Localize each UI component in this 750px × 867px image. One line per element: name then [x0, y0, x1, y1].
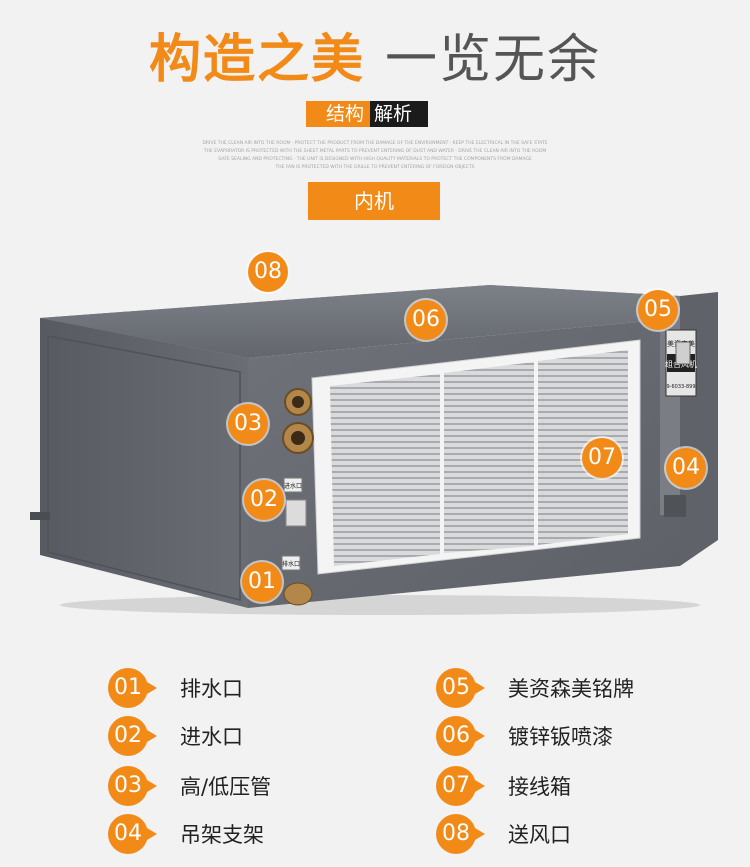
- nameplate-bottom-text: 9-6033-899: [666, 384, 695, 390]
- callout-05: 05: [638, 290, 678, 330]
- legend-label: 吊架支架: [180, 823, 264, 847]
- grille-section-2: [444, 362, 534, 553]
- fine-print-line: DRIVE THE CLEAN AIR INTO THE ROOM · PROT…: [202, 141, 548, 146]
- fine-print-line: SAFE SEALING AND PROTECTING · THE UNIT I…: [218, 157, 532, 162]
- legend-item: 02 进水口: [108, 716, 243, 756]
- indoor-unit-illustration: 美资森美 组合风机 9-6033-899 进水口 排水口: [30, 285, 718, 615]
- legend-item: 05 美资森美铭牌: [436, 668, 634, 708]
- hinge: [675, 341, 691, 365]
- legend-badge: 01: [108, 668, 157, 708]
- drain-pipe: [283, 582, 313, 606]
- page-title: 构造之美一览无余: [0, 28, 750, 92]
- section-tag-indoor-unit: 内机: [308, 182, 440, 220]
- callout-04: 04: [666, 448, 706, 488]
- subtitle-banner: 结构 解析: [306, 101, 429, 127]
- pipe-core: [291, 431, 305, 445]
- unit-left-side: [40, 318, 248, 608]
- subtitle-structure: 结构: [306, 101, 371, 127]
- water-inlet-valve: [285, 499, 307, 527]
- legend-label: 镀锌钣喷漆: [508, 725, 613, 749]
- grille-section-1: [330, 374, 440, 566]
- legend-item: 06 镀锌钣喷漆: [436, 716, 613, 756]
- legend-badge: 02: [108, 716, 157, 756]
- outlet-label-plate: [281, 555, 301, 571]
- callout-06: 06: [406, 300, 446, 340]
- legend-label: 进水口: [180, 725, 243, 749]
- grille-section-3: [538, 350, 628, 545]
- legend-badge: 08: [436, 814, 485, 854]
- fine-print: DRIVE THE CLEAN AIR INTO THE ROOM · PROT…: [100, 140, 650, 172]
- inlet-label-plate: [283, 477, 303, 493]
- legend-label: 送风口: [508, 823, 571, 847]
- hanger-bracket: [664, 495, 686, 517]
- title-gray: 一览无余: [385, 30, 602, 90]
- legend-badge: 05: [436, 668, 485, 708]
- legend-badge: 06: [436, 716, 485, 756]
- callout-08: 08: [248, 252, 288, 292]
- legend-item: 08 送风口: [436, 814, 571, 854]
- legend-badge: 04: [108, 814, 157, 854]
- fine-print-line: THE EVAPORATOR IS PROTECTED WITH THE SHE…: [203, 149, 547, 154]
- outlet-label-text: 排水口: [282, 560, 300, 568]
- legend-label: 接线箱: [508, 775, 571, 799]
- callout-01: 01: [242, 562, 282, 602]
- callout-02: 02: [244, 480, 284, 520]
- floor-shadow: [60, 595, 700, 615]
- unit-top-face: [40, 285, 680, 358]
- legend-label: 美资森美铭牌: [508, 677, 634, 701]
- pipe-core: [292, 396, 304, 408]
- legend-item: 07 接线箱: [436, 766, 571, 806]
- legend-label: 高/低压管: [180, 775, 272, 799]
- legend-item: 04 吊架支架: [108, 814, 264, 854]
- left-side-panel-outline: [47, 335, 241, 601]
- legend-label: 排水口: [180, 677, 243, 701]
- legend-item: 01 排水口: [108, 668, 243, 708]
- title-orange: 构造之美: [148, 30, 365, 90]
- callout-07: 07: [582, 438, 622, 478]
- left-bracket: [30, 512, 50, 520]
- callout-03: 03: [228, 404, 268, 444]
- legend-item: 03 高/低压管: [108, 766, 271, 806]
- legend-badge: 07: [436, 766, 485, 806]
- subtitle-analysis: 解析: [370, 101, 429, 127]
- fine-print-line: THE FAN IS PROTECTED WITH THE GRILLE TO …: [275, 165, 475, 170]
- inlet-label-text: 进水口: [284, 482, 302, 490]
- legend-badge: 03: [108, 766, 157, 806]
